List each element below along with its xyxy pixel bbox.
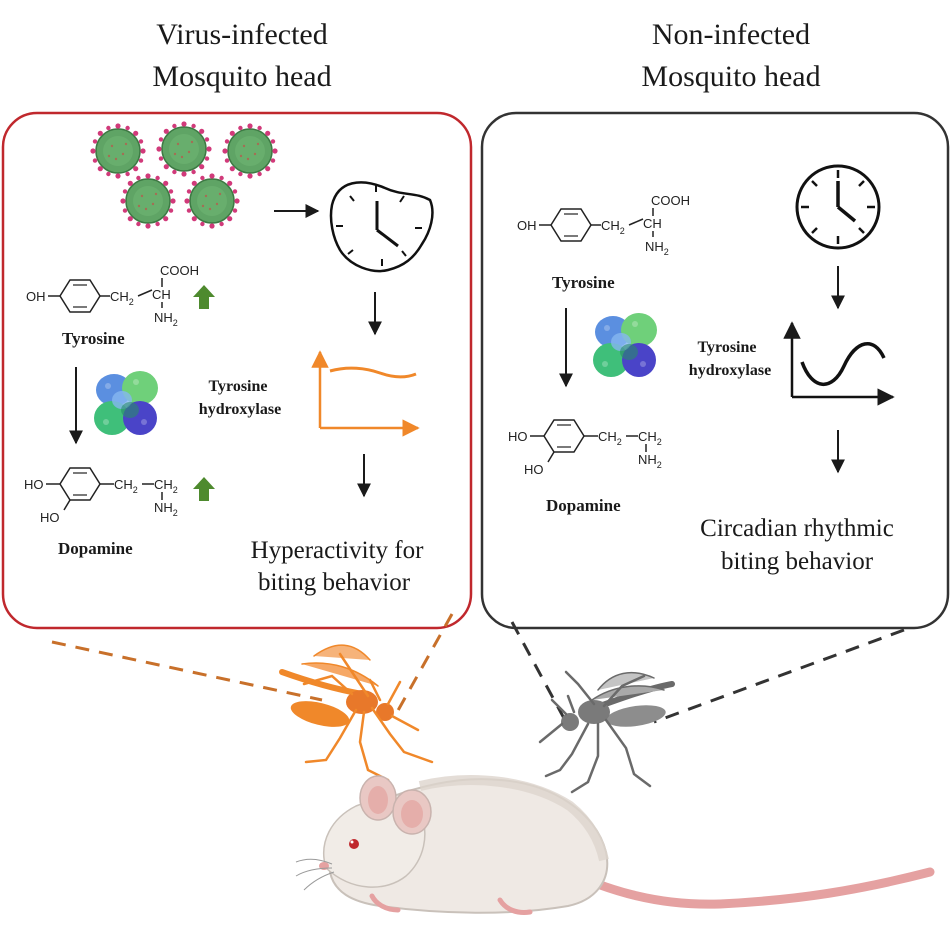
left-panel-frame bbox=[1, 111, 473, 630]
left-enzyme-line1: Tyrosine bbox=[209, 378, 268, 395]
clock-icon bbox=[795, 164, 881, 250]
svg-text:COOH: COOH bbox=[160, 263, 199, 278]
mosquito-icon bbox=[279, 644, 434, 782]
left-dopamine-label: Dopamine bbox=[58, 539, 133, 558]
svg-text:CH: CH bbox=[643, 216, 662, 231]
svg-text:CH2: CH2 bbox=[638, 429, 662, 447]
dopamine-structure-right: HO HO CH2 CH2 NH2 bbox=[508, 419, 662, 477]
activity-graph-flat bbox=[311, 350, 420, 437]
svg-text:OH: OH bbox=[517, 218, 537, 233]
right-enzyme-line1: Tyrosine bbox=[698, 339, 757, 356]
svg-text:NH2: NH2 bbox=[645, 239, 669, 257]
svg-text:NH2: NH2 bbox=[154, 500, 178, 518]
svg-text:HO: HO bbox=[508, 429, 528, 444]
dopamine-increase-arrow bbox=[193, 477, 215, 501]
tyrosine-structure-left: OH CH2 CH COOH NH2 bbox=[26, 263, 199, 328]
tyrosine-structure-right: OH CH2 CH COOH NH2 bbox=[517, 193, 690, 257]
svg-text:CH2: CH2 bbox=[114, 477, 138, 495]
right-title-line2: Mosquito head bbox=[641, 60, 820, 93]
svg-text:HO: HO bbox=[524, 462, 544, 477]
svg-text:CH2: CH2 bbox=[601, 218, 625, 236]
right-title-line1: Non-infected bbox=[652, 18, 810, 51]
svg-text:CH: CH bbox=[152, 287, 171, 302]
right-dopamine-label: Dopamine bbox=[546, 496, 621, 515]
right-enzyme-line2: hydroxylase bbox=[689, 362, 771, 379]
right-panel-frame bbox=[480, 111, 950, 630]
svg-text:NH2: NH2 bbox=[638, 452, 662, 470]
protein-structure-icon bbox=[94, 371, 158, 435]
svg-text:HO: HO bbox=[24, 477, 44, 492]
virus-particle-icon bbox=[89, 120, 279, 230]
left-title-line2: Mosquito head bbox=[152, 60, 331, 93]
dopamine-structure-left: HO HO CH2 CH2 NH2 bbox=[24, 467, 178, 525]
distorted-clock-icon bbox=[329, 181, 434, 273]
left-connector-dash-inner bbox=[394, 613, 454, 715]
right-connector-dash-inner bbox=[510, 621, 568, 723]
svg-text:COOH: COOH bbox=[651, 193, 690, 208]
svg-text:OH: OH bbox=[26, 289, 46, 304]
left-outcome-line2: biting behavior bbox=[258, 569, 411, 596]
svg-text:HO: HO bbox=[40, 510, 60, 525]
svg-text:CH2: CH2 bbox=[598, 429, 622, 447]
svg-text:NH2: NH2 bbox=[154, 310, 178, 328]
right-tyrosine-label: Tyrosine bbox=[552, 273, 615, 292]
tyrosine-increase-arrow bbox=[193, 285, 215, 309]
mosquito-icon bbox=[538, 670, 675, 794]
right-outcome-line1: Circadian rhythmic bbox=[700, 515, 894, 542]
left-tyrosine-label: Tyrosine bbox=[62, 329, 125, 348]
left-enzyme-line2: hydroxylase bbox=[199, 401, 281, 418]
svg-text:CH2: CH2 bbox=[110, 289, 134, 307]
right-outcome-line2: biting behavior bbox=[721, 548, 874, 575]
mouse-icon bbox=[295, 775, 935, 915]
right-connector-dash-outer bbox=[653, 628, 905, 724]
activity-graph-rhythmic bbox=[783, 321, 895, 406]
protein-structure-icon bbox=[593, 313, 657, 377]
left-outcome-line1: Hyperactivity for bbox=[251, 537, 425, 564]
left-title-line1: Virus-infected bbox=[156, 18, 327, 51]
svg-text:CH2: CH2 bbox=[154, 477, 178, 495]
